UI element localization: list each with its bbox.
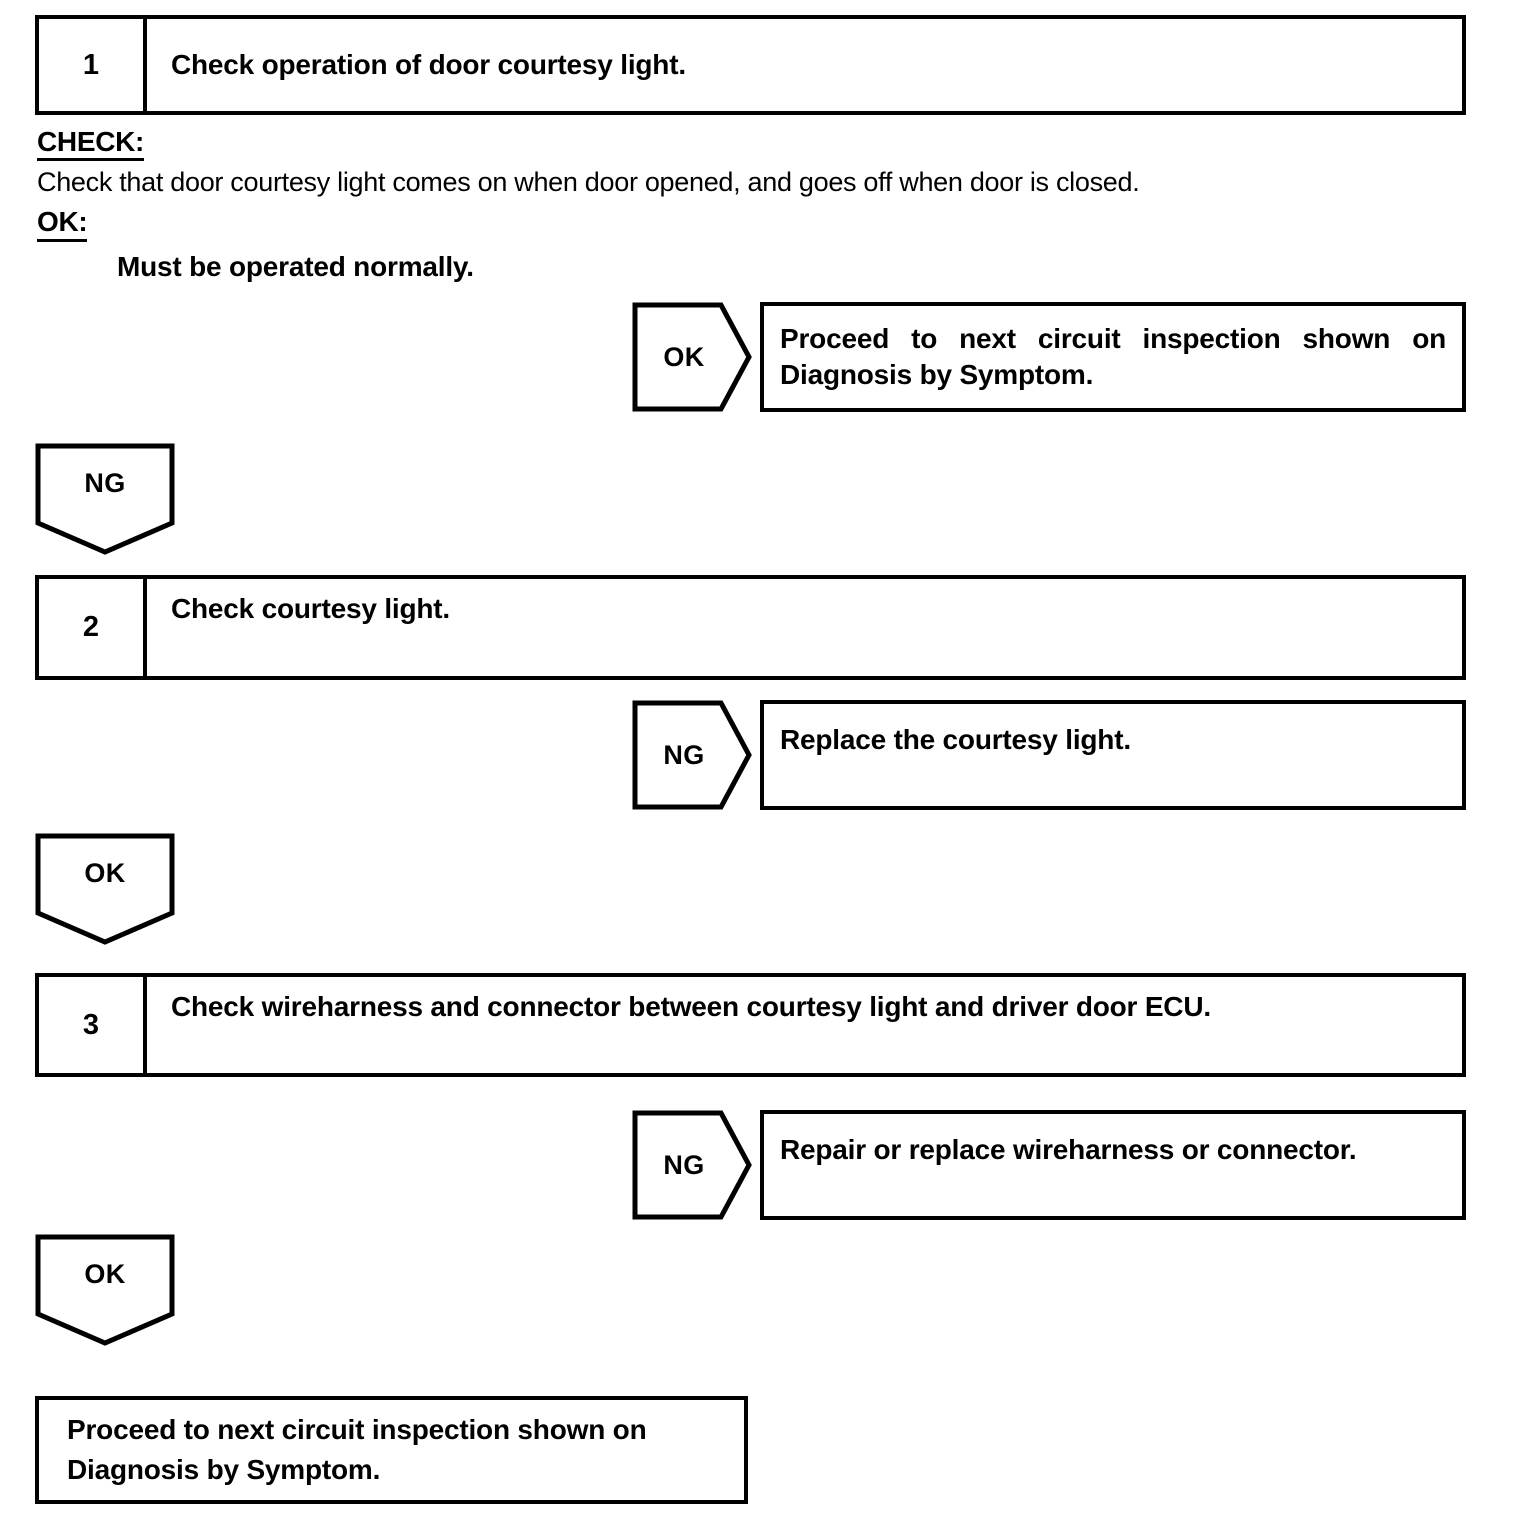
step-3-header-box: 3 Check wireharness and connector betwee… — [35, 973, 1466, 1077]
check-label-row: CHECK: — [37, 126, 1437, 162]
step-2-ng-arrow-shape: NG — [632, 700, 752, 810]
step-3-ng-branch: NG Repair or replace wireharness or conn… — [0, 1110, 1536, 1220]
step-3-ok-connector-label: OK — [84, 1258, 126, 1289]
down-pentagon-icon — [35, 1234, 175, 1346]
step-3-ng-action-text: Repair or replace wireharness or connect… — [780, 1134, 1357, 1165]
step-1-ok-action-line-2: Diagnosis by Symptom. — [780, 359, 1094, 390]
step-1-ng-connector: NG — [35, 443, 175, 555]
down-pentagon-icon — [35, 443, 175, 555]
step-1-header-box: 1 Check operation of door courtesy light… — [35, 15, 1466, 115]
down-pentagon-icon — [35, 833, 175, 945]
ok-label-row: OK: — [37, 207, 1437, 242]
final-result-line-1: Proceed to next circuit inspection shown… — [67, 1414, 647, 1446]
final-result-box: Proceed to next circuit inspection shown… — [35, 1396, 748, 1504]
step-1-ok-arrow-shape: OK — [632, 302, 752, 412]
step-3-number: 3 — [39, 977, 147, 1073]
step-2-ok-connector: OK — [35, 833, 175, 945]
final-result-line-2: Diagnosis by Symptom. — [67, 1454, 381, 1485]
step-1-number: 1 — [39, 19, 147, 111]
step-2-ok-connector-label: OK — [84, 857, 126, 888]
step-2-ng-action-text: Replace the courtesy light. — [780, 724, 1131, 755]
step-1-ok-action-line-1: Proceed to next circuit inspection shown… — [780, 322, 1446, 354]
step-3-ng-action-box: Repair or replace wireharness or connect… — [760, 1110, 1466, 1220]
step-1-ok-action-text: Proceed to next circuit inspection shown… — [780, 321, 1446, 394]
step-3-ng-arrow-shape: NG — [632, 1110, 752, 1220]
step-1-ok-action-box: Proceed to next circuit inspection shown… — [760, 302, 1466, 412]
right-arrow-pentagon-icon — [632, 302, 752, 412]
step-3-ng-arrow-label: NG — [663, 1149, 705, 1180]
step-2-ng-arrow-label: NG — [663, 739, 705, 770]
step-2-title: Check courtesy light. — [171, 593, 450, 624]
ok-label: OK: — [37, 207, 88, 242]
step-2-header-box: 2 Check courtesy light. — [35, 575, 1466, 680]
step-3-title: Check wireharness and connector between … — [171, 991, 1211, 1022]
step-1-description-block: CHECK: Check that door courtesy light co… — [37, 126, 1437, 283]
step-1-ok-branch: OK Proceed to next circuit inspection sh… — [0, 302, 1536, 412]
step-3-ok-connector: OK — [35, 1234, 175, 1346]
ok-criteria-text: Must be operated normally. — [117, 250, 474, 282]
step-2-number: 2 — [39, 579, 147, 676]
check-description: Check that door courtesy light comes on … — [37, 167, 1140, 198]
step-1-ok-arrow-label: OK — [663, 341, 705, 372]
step-1-ng-connector-label: NG — [84, 467, 126, 498]
check-label: CHECK: — [37, 126, 144, 162]
right-arrow-pentagon-icon — [632, 1110, 752, 1220]
right-arrow-pentagon-icon — [632, 700, 752, 810]
step-2-ng-branch: NG Replace the courtesy light. — [0, 700, 1536, 810]
step-2-ng-action-box: Replace the courtesy light. — [760, 700, 1466, 810]
step-1-title: Check operation of door courtesy light. — [171, 49, 686, 80]
